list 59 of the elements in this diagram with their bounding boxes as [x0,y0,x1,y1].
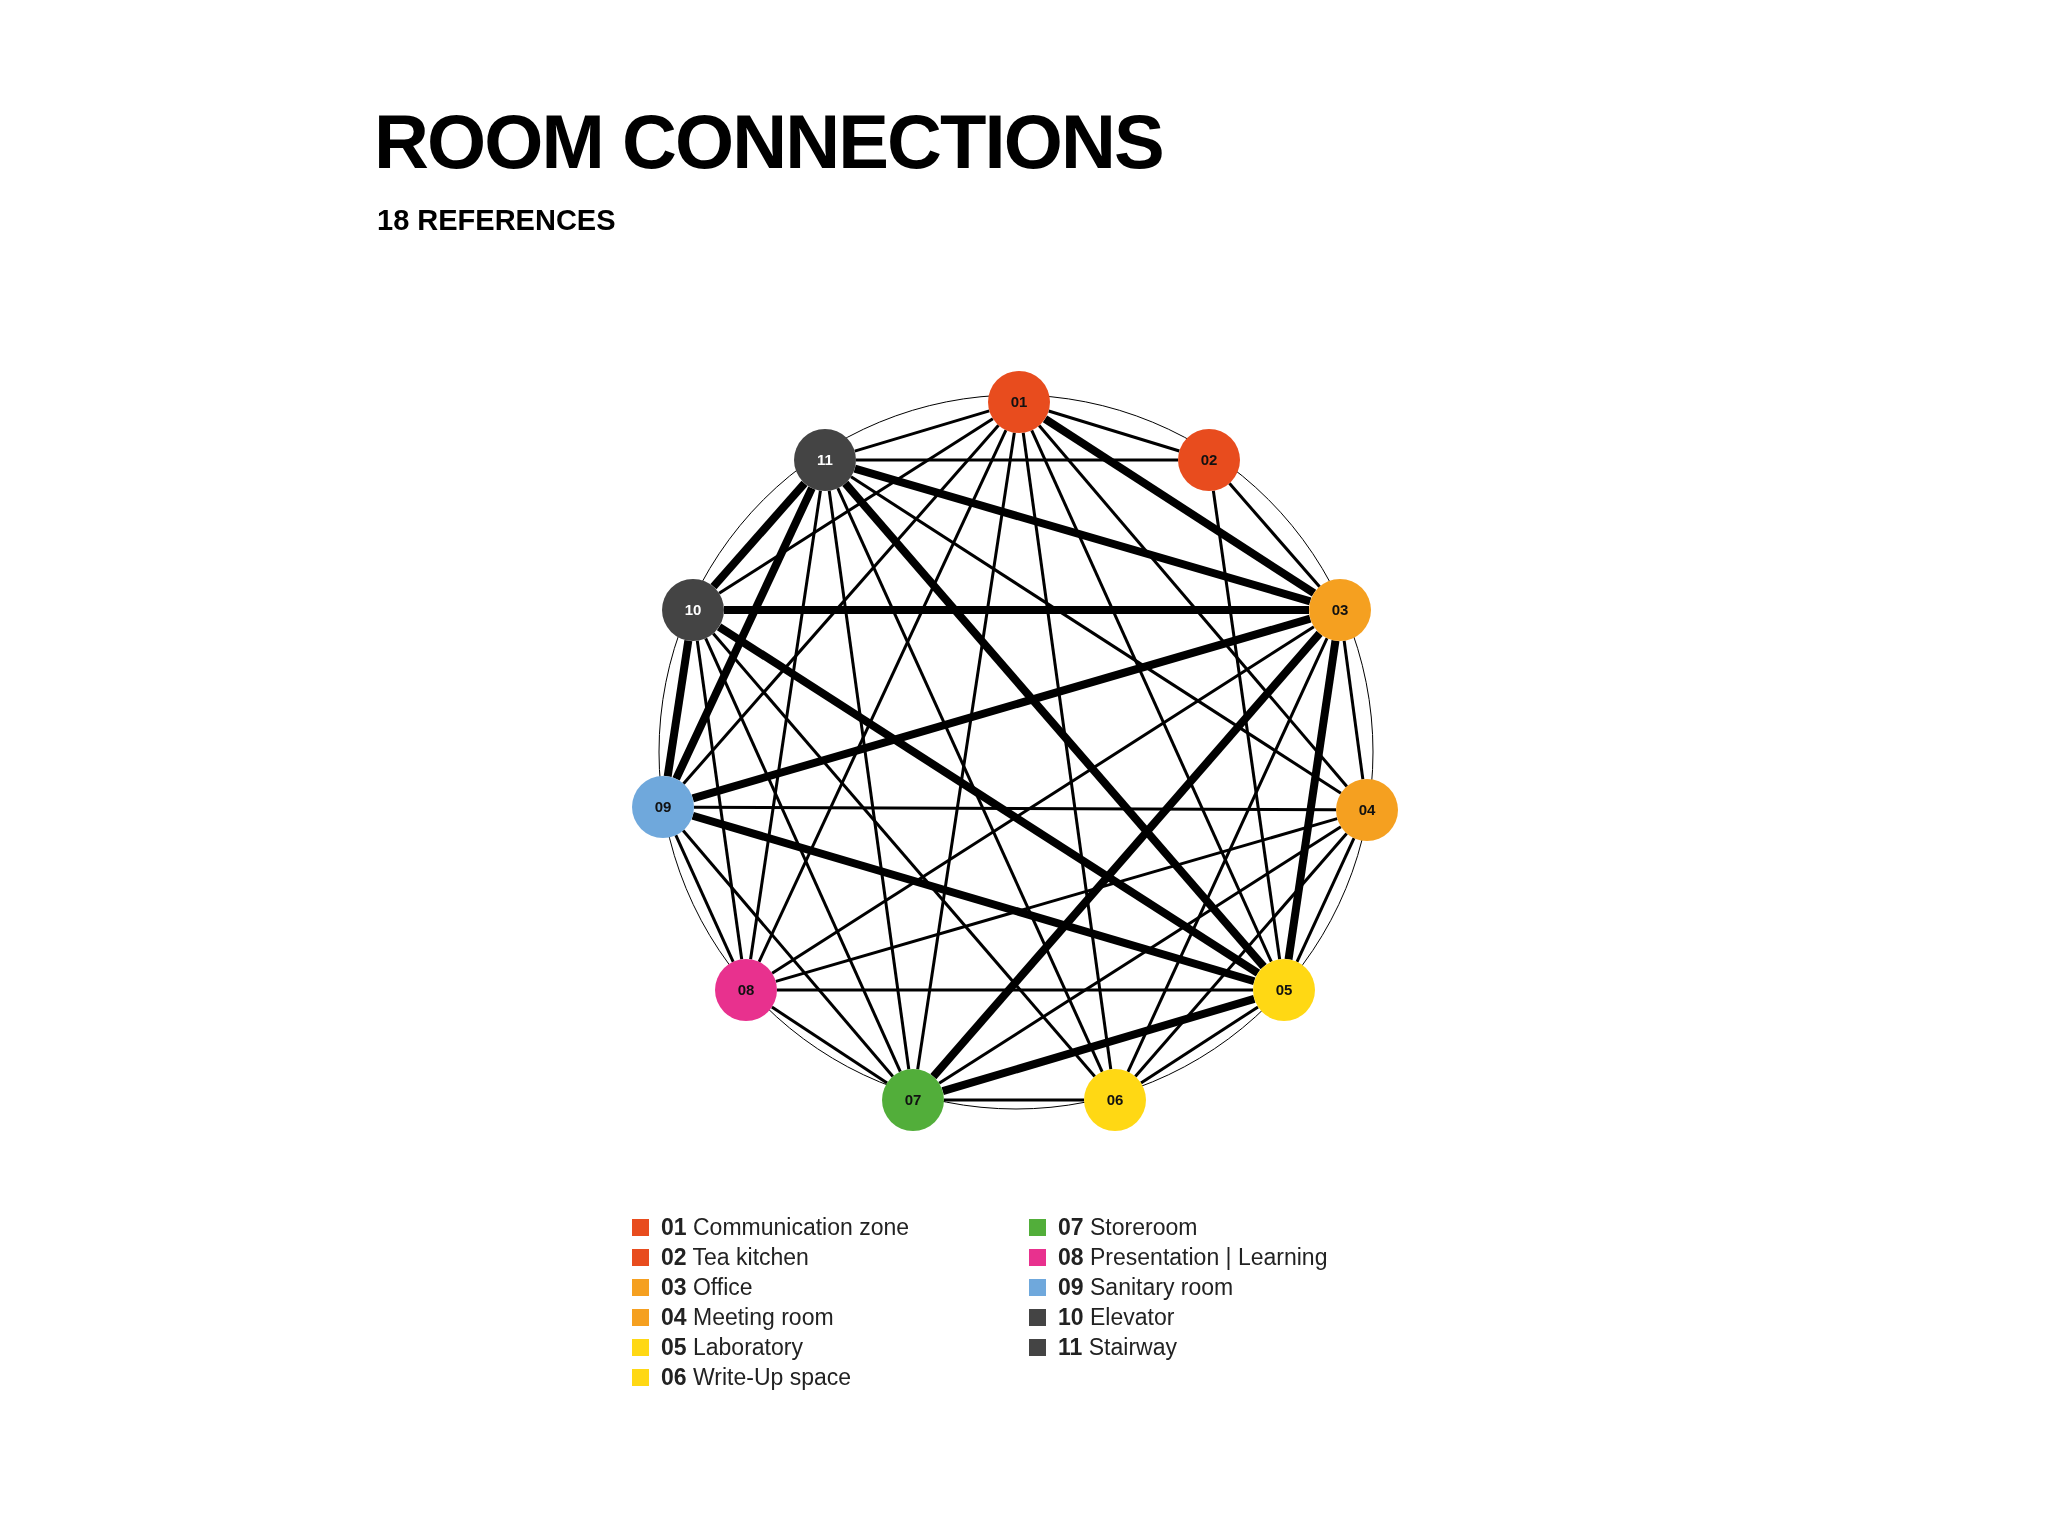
legend-label: 01 Communication zone [661,1212,910,1242]
connection-line [1037,424,1349,788]
connection-line [938,825,1342,1085]
legend-label: 06 Write-Up space [661,1362,852,1392]
legend-label: 10 Elevator [1058,1302,1175,1332]
connection-line [1021,432,1113,1070]
connection-line [771,625,1315,975]
connection-line [710,480,808,590]
connection-line [1211,490,1282,960]
connection-line [777,988,1253,992]
connection-line [724,606,1309,614]
connection-line [712,632,1096,1078]
connection-line [827,490,911,1070]
legend-label: 09 Sanitary room [1058,1272,1234,1302]
connection-line [941,994,1256,1096]
legend-label: 04 Meeting room [661,1302,834,1332]
connection-line [682,424,1000,785]
connection-line [842,480,1267,970]
connection-line [695,640,744,960]
connection-line [716,623,1261,977]
legend-label: 11 Stairway [1058,1332,1177,1362]
connection-line [1295,837,1356,963]
connection-line [850,475,1342,795]
connection-line [1342,640,1365,780]
connection-line [1030,429,1273,963]
connection-line [854,409,990,453]
connection-line [1048,409,1180,453]
connection-line [1042,415,1317,597]
connection-line [856,458,1178,462]
legend-label: 08 Presentation | Learning [1058,1242,1328,1272]
connection-line [1126,637,1329,1073]
connection-line [775,817,1338,983]
legend-label: 05 Laboratory [661,1332,803,1362]
connection-line [663,640,693,777]
connection-line [704,637,902,1073]
connection-line [1134,832,1348,1078]
connection-line [672,486,816,781]
legend-label: 02 Tea kitchen [661,1242,809,1272]
connection-line [944,1098,1084,1102]
connection-line [853,464,1312,606]
connection-line [694,805,1336,812]
connection-line [681,829,895,1078]
connection-line [930,630,1323,1080]
connection-line [691,614,1312,803]
connection-line [718,417,994,595]
subtitle: 18 REFERENCES [377,206,616,235]
legend-label: 03 Office [661,1272,753,1302]
connection-line [691,811,1256,986]
connection-line [1140,1005,1259,1085]
connection-line [757,429,1008,963]
title: ROOM CONNECTIONS [374,104,1163,180]
connection-line [1228,482,1321,588]
connection-line [674,834,735,963]
connection-line [836,487,1104,1073]
connection-line [771,1005,888,1085]
connection-line [749,490,822,960]
legend-label: 07 Storeroom [1058,1212,1198,1242]
connection-line [1284,640,1340,960]
connection-line [916,432,1016,1070]
